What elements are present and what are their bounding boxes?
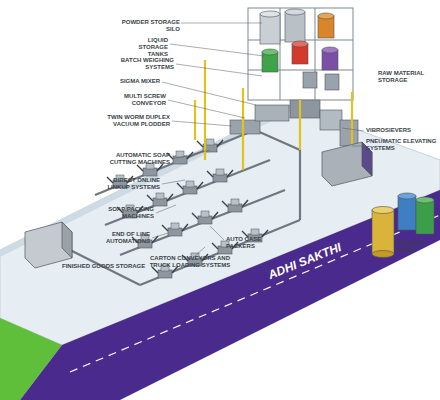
road <box>20 190 440 400</box>
callout-label: AUTOMATIC SOAP CUTTING MACHINES <box>106 152 170 166</box>
silos-and-tanks <box>260 9 339 90</box>
callout-label: END OF LINE AUTOMATIONS <box>104 231 150 245</box>
callout-label: CARTON CONVEYORS AND TRUCK LOADING SYSTE… <box>140 255 240 269</box>
callout-label: SIGMA MIXER <box>100 78 160 85</box>
conveyor-lines <box>70 130 300 285</box>
callout-label: RAW MATERIAL STORAGE <box>378 70 430 84</box>
callout-label: STORAGE TANKS <box>396 240 436 254</box>
callout-label: TWIN WORM DUPLEX VACUUM PLODDER <box>104 114 170 128</box>
callout-label: MULTI SCREW CONVEYOR <box>116 93 166 107</box>
callout-label: BATCH WEIGHING SYSTEMS <box>118 57 174 71</box>
leader-lines <box>152 23 364 256</box>
callout-label: LIQUID STORAGE TANKS <box>118 37 168 58</box>
callout-label: DIRECT ONLINE LINKUP SYSTEMS <box>104 177 160 191</box>
callout-label: VIBROSIEVERS <box>366 127 426 134</box>
callout-label: AUTO CASE PACKERS <box>226 236 270 250</box>
callout-label: POWDER STORAGE SILO <box>112 19 180 33</box>
steel-frame <box>248 8 353 100</box>
callout-label: PNEUMATIC ELEVATING SYSTEMS <box>366 138 438 152</box>
process-machines <box>230 100 358 146</box>
callout-label: SOAP PACKING MACHINES <box>104 206 154 220</box>
callout-label: FINISHED GOODS STORAGE <box>62 263 154 270</box>
